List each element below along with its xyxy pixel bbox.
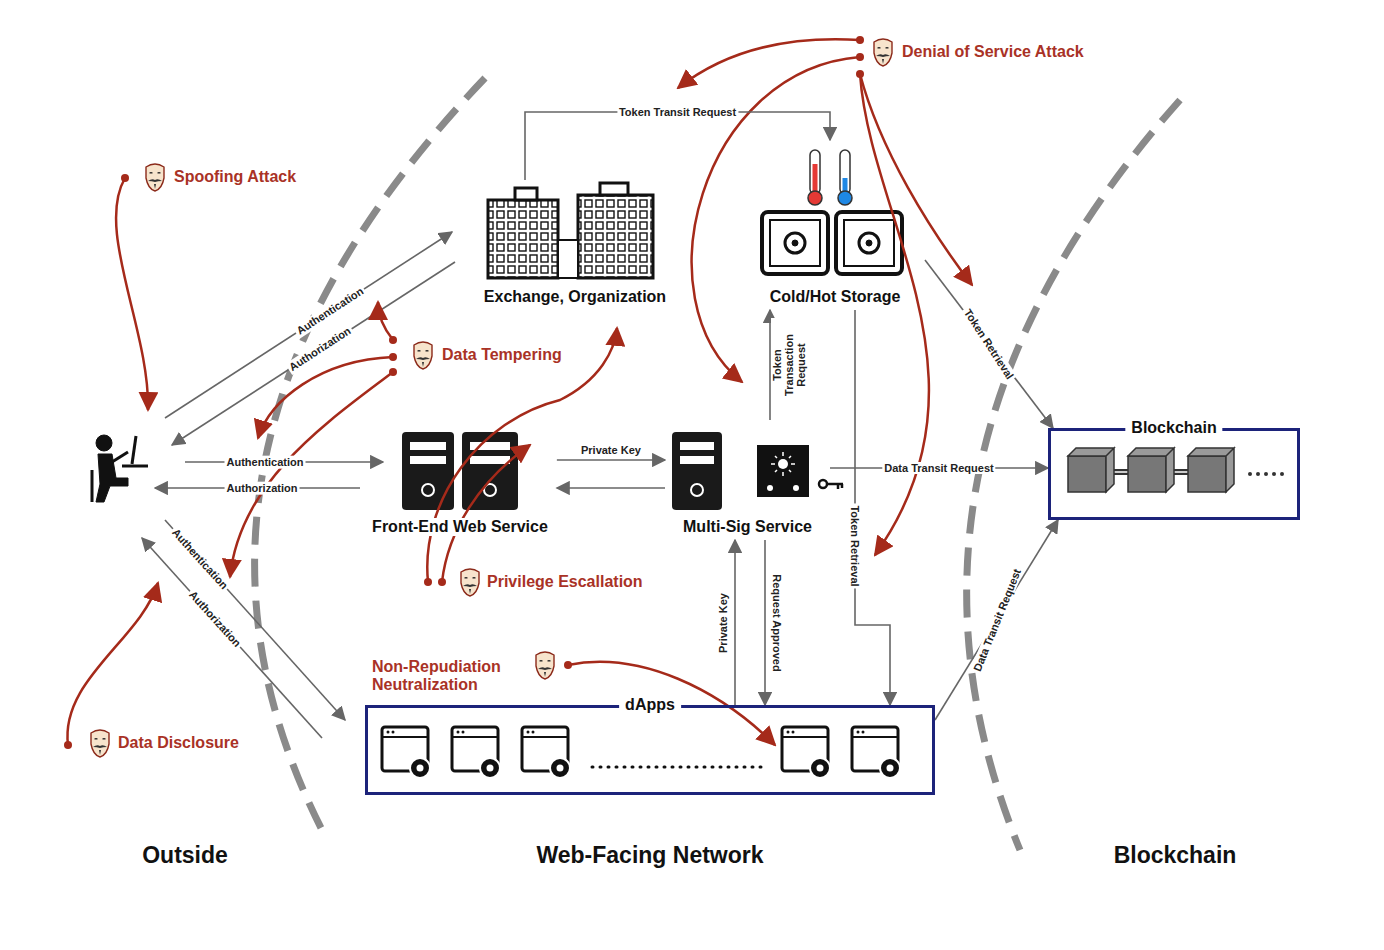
icon-node: Multi-Sig Service [665,420,830,540]
dapp-icon [382,727,900,778]
icon-node: Front-End Web Service [363,420,557,540]
flow-label: Authorization [185,587,245,651]
flow-label: Authentication [225,456,306,469]
node-label: Front-End Web Service [370,518,550,536]
icon-node: Cold/Hot Storage [745,140,925,310]
block-chain-icon [1068,448,1284,492]
edge-label: Private Key [579,444,643,456]
flow-connector [764,540,766,705]
attack-label: Data Disclosure [116,734,241,752]
zone-label: Outside [142,842,228,868]
attack-label: Privilege Escallation [485,573,645,591]
node-label: dApps [619,696,681,714]
safe-icon [762,212,902,274]
hsm-chip-icon [757,445,843,497]
edge-label: Data Transit Request [882,462,995,474]
attack-label: Spoofing Attack [172,168,298,186]
thermometer-icon [808,150,852,205]
attack-dot [64,36,864,749]
edge-label: Token Retrieval [849,504,861,589]
edge-label: Data Transit Request [970,565,1024,675]
group-frame: Blockchain [1048,428,1300,520]
flow-connector [557,487,665,489]
zone-label: Blockchain [1114,842,1237,868]
node-label: Cold/Hot Storage [768,288,903,306]
node-label: Multi-Sig Service [681,518,814,536]
edge-label: Token Transit Request [617,106,738,118]
edge-label: Token Retrieval [961,305,1017,383]
attacker-mask-icon [91,39,892,757]
attack-label: Data Tempering [440,346,564,364]
node-label: Exchange, Organization [482,288,668,306]
flow-connector [925,260,1053,428]
zone-label: Web-Facing Network [536,842,763,868]
edge-label: Token Transaction Request [771,318,807,412]
flow-label: Authentication [168,525,232,594]
flow-connector [557,459,665,461]
attack-arrows [67,39,972,745]
group-frame: dApps [365,705,935,795]
node-label: Blockchain [1125,419,1222,437]
flow-connector [935,520,1058,720]
server-icon [402,432,722,510]
attack-label: Non-Repudiation Neutralization [372,658,512,695]
icon-node: Exchange, Organization [470,180,680,310]
flow-connector [525,112,830,180]
attack-label: Denial of Service Attack [900,43,1086,61]
zone-boundary [255,78,1180,850]
edge-label: Request Approved [771,572,783,673]
user-icon [92,435,148,502]
building-icon [488,183,653,278]
flow-connector [734,540,736,705]
edge-label: Private Key [717,591,729,655]
flow-label: Authorization [225,482,300,495]
